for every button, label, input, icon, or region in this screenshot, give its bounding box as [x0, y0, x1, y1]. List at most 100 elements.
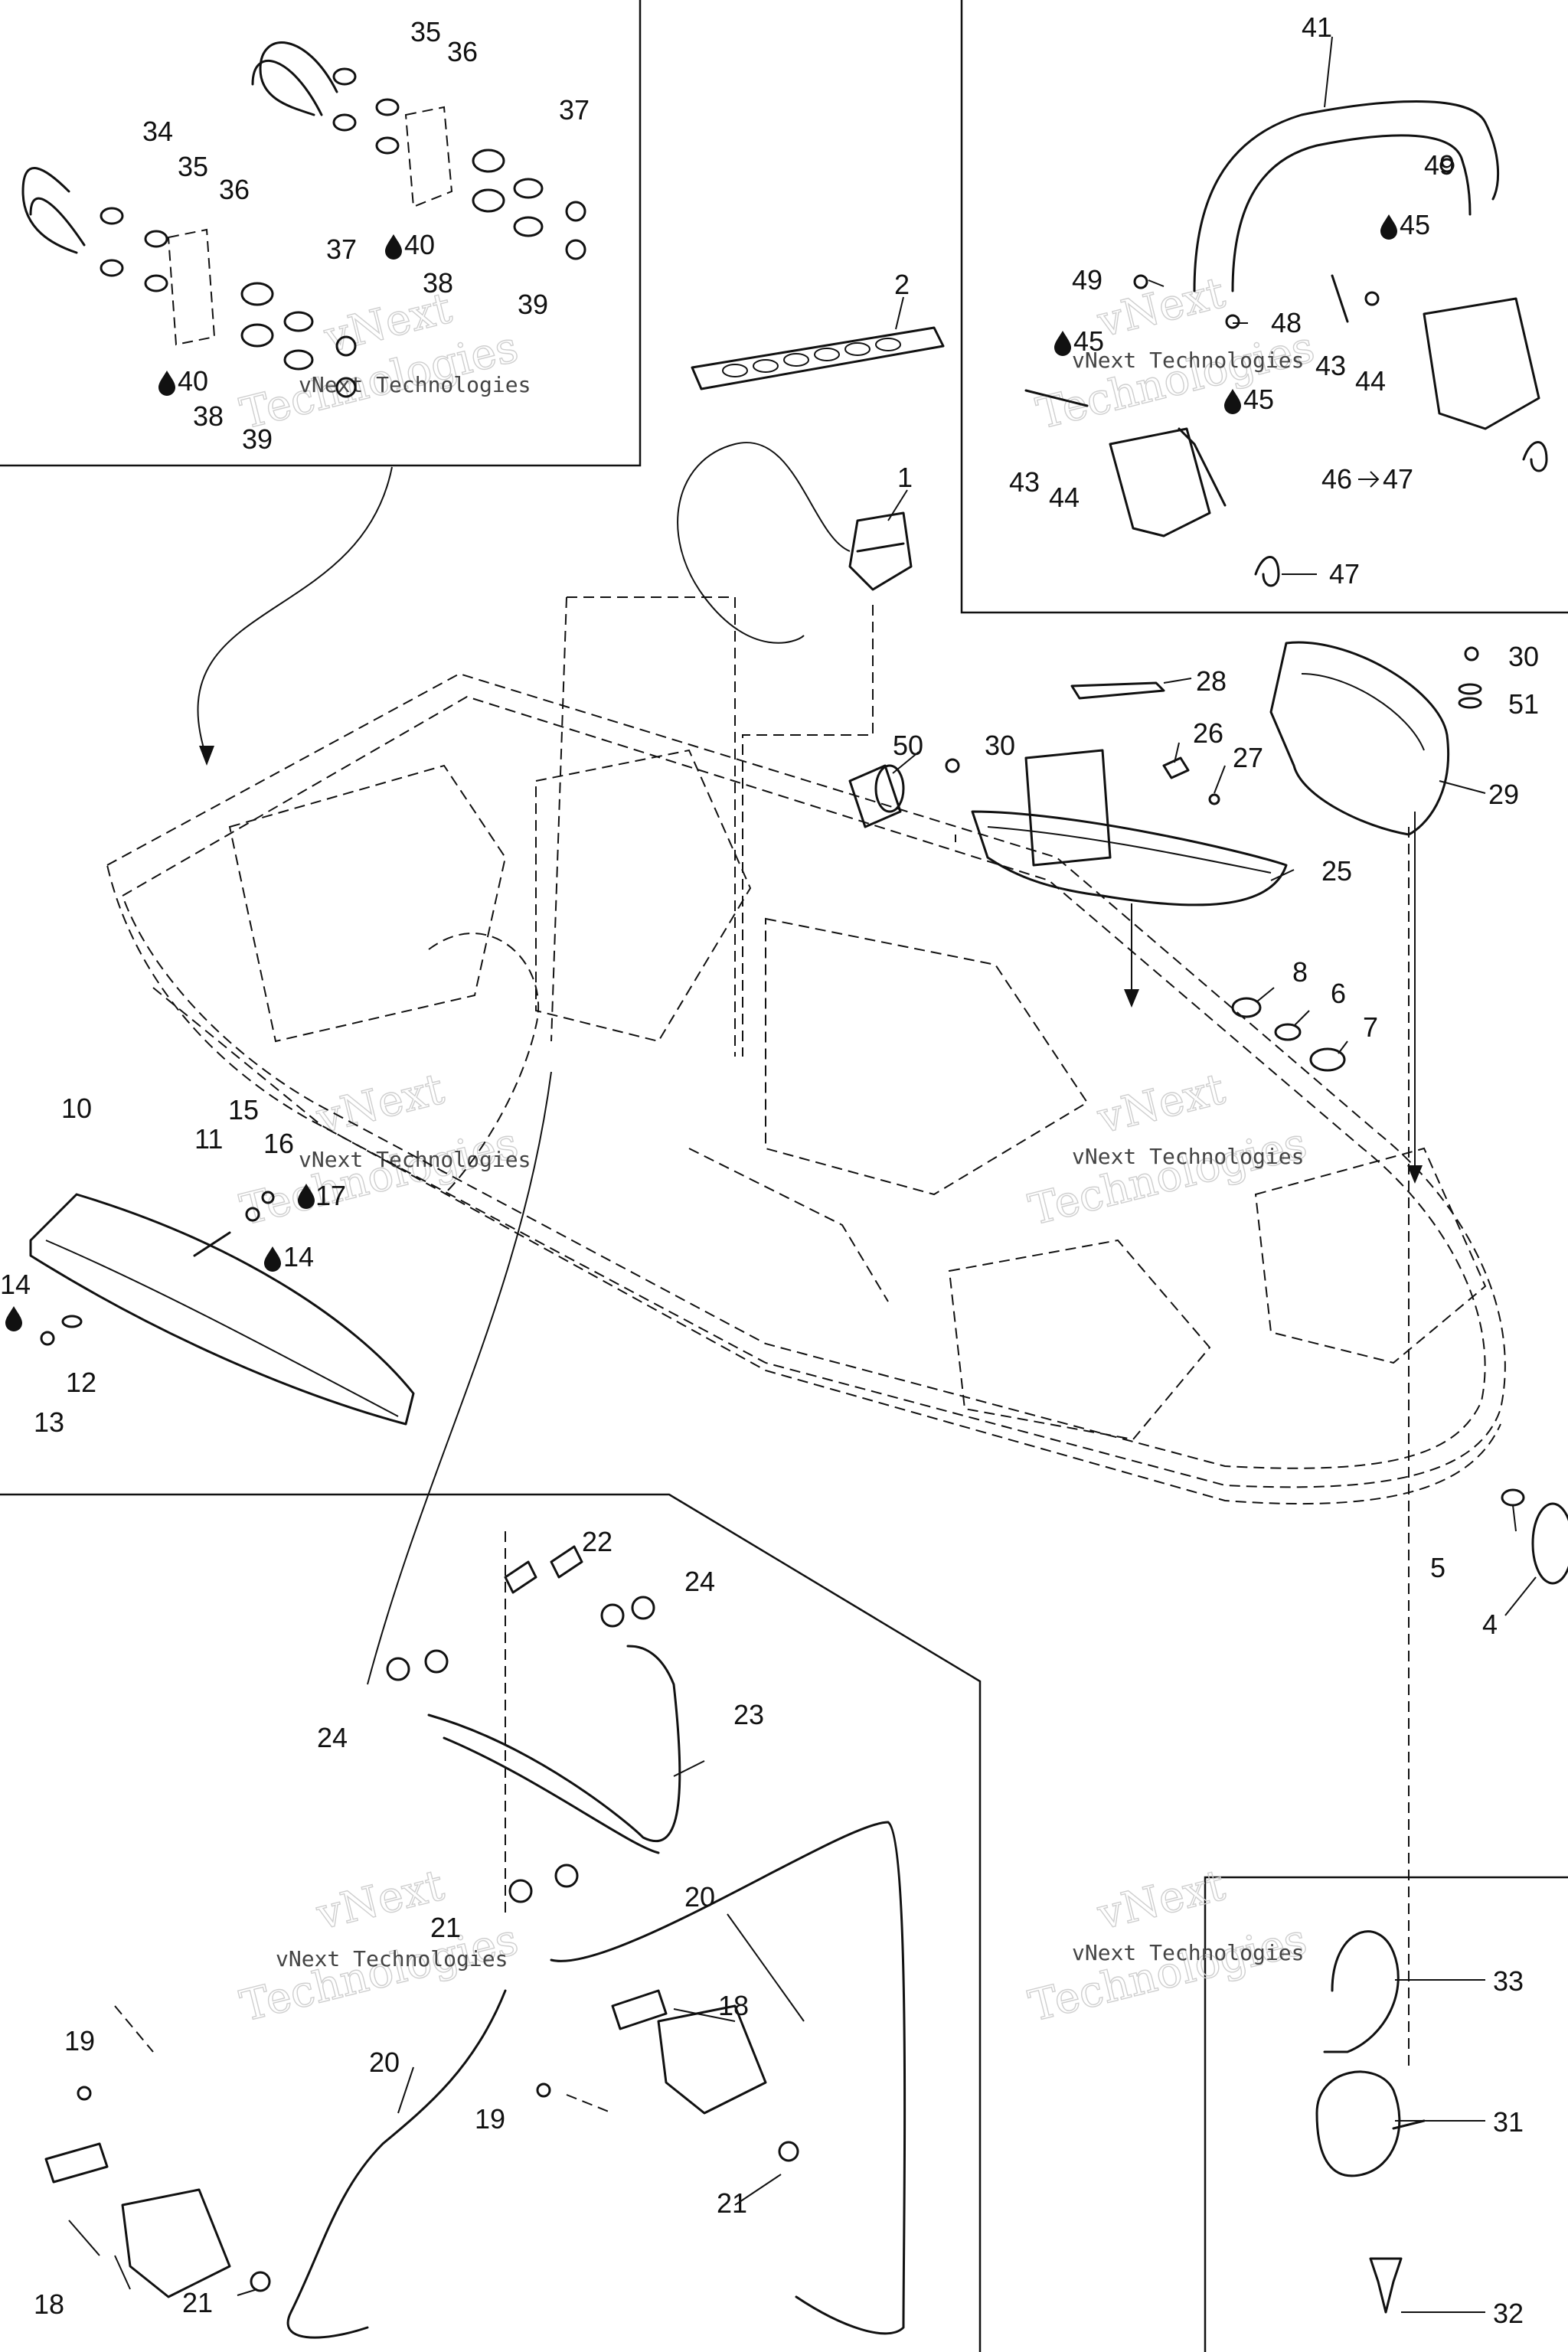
svg-text:vNext: vNext [1093, 1860, 1230, 1940]
callout-21b: 21 [717, 2187, 747, 2219]
callout-50: 50 [893, 730, 923, 761]
callouts: 1 2 4 5 6 7 8 10 11 12 13 14 14 15 16 17… [0, 11, 1539, 2329]
callout-20a: 20 [684, 1881, 715, 1913]
callout-1: 1 [897, 462, 913, 493]
callout-25: 25 [1321, 855, 1352, 887]
part-33-cable-tie [1323, 1930, 1400, 2053]
part-5-washer [1501, 1488, 1525, 1507]
callout-14a: 14 [0, 1269, 31, 1300]
callout-23: 23 [733, 1699, 764, 1730]
part-32-screw [1369, 2257, 1403, 2314]
part-30-bolts [945, 646, 1479, 773]
oil-drop-icon [1380, 214, 1397, 240]
callout-51: 51 [1508, 688, 1539, 720]
part-28-strap [1070, 681, 1165, 700]
part-7-washer [1309, 1047, 1346, 1072]
callout-39b: 39 [242, 423, 273, 455]
part-6-washer [1274, 1023, 1302, 1041]
callout-35b: 35 [178, 151, 208, 182]
callout-44b: 44 [1049, 482, 1080, 513]
callout-17: 17 [315, 1180, 346, 1211]
part-18-pumps [44, 1989, 767, 2298]
callout-2: 2 [894, 269, 910, 300]
callout-7: 7 [1363, 1011, 1378, 1043]
watermark-group: vNext Technologies vNext Technologies vN… [235, 267, 1320, 2032]
callout-24a: 24 [684, 1566, 715, 1597]
part-21-24-clamps [250, 1596, 799, 2292]
callout-22: 22 [582, 1526, 612, 1557]
callout-38b: 38 [193, 400, 224, 432]
callout-28: 28 [1196, 665, 1227, 697]
svg-text:vNext Technologies: vNext Technologies [276, 1946, 508, 1971]
part-25-tray [971, 749, 1288, 906]
callout-8: 8 [1292, 956, 1308, 988]
part-22-fittings [504, 1545, 583, 1594]
svg-text:Technologies: Technologies [1024, 1915, 1312, 2032]
part-fasteners-43-48-49 [1024, 158, 1455, 407]
right-arrow-icon [1358, 471, 1380, 488]
svg-text:vNext Technologies: vNext Technologies [299, 372, 531, 397]
callout-36a: 36 [447, 36, 478, 67]
svg-text:vNext: vNext [312, 1860, 449, 1940]
arrows [197, 466, 1423, 1685]
callout-40b: 40 [178, 365, 208, 397]
svg-text:Technologies: Technologies [236, 1915, 523, 2032]
callout-37a: 37 [559, 94, 590, 126]
callout-19a: 19 [64, 2025, 95, 2056]
callout-24b: 24 [317, 1722, 348, 1753]
hull-body [106, 672, 1506, 1505]
callout-43a: 43 [1315, 350, 1346, 381]
part-34-handle [21, 41, 338, 254]
callout-45b: 45 [1073, 325, 1104, 357]
part-8-nut [1231, 997, 1262, 1018]
callout-21c: 21 [182, 2287, 213, 2318]
part-bracket-right [1423, 297, 1540, 430]
callout-38a: 38 [423, 267, 453, 299]
callout-44a: 44 [1355, 365, 1386, 397]
callout-47b: 47 [1329, 558, 1360, 590]
callout-18b: 18 [34, 2288, 64, 2320]
callout-41: 41 [1302, 11, 1332, 43]
part-47-springs [1254, 441, 1548, 587]
callout-45a: 45 [1400, 209, 1430, 240]
part-37-38-washers [240, 149, 544, 371]
callout-26: 26 [1193, 717, 1223, 749]
part-19-screws [77, 2082, 551, 2101]
oil-drop-icon [158, 371, 175, 396]
callout-12: 12 [66, 1367, 96, 1398]
callout-31: 31 [1493, 2106, 1524, 2138]
part-50-bushing [848, 764, 905, 828]
svg-text:vNext Technologies: vNext Technologies [1072, 1144, 1304, 1169]
part-29-cover [1269, 641, 1449, 836]
callout-34: 34 [142, 116, 173, 147]
part-2-strip [691, 326, 945, 390]
callout-10: 10 [61, 1093, 92, 1124]
callout-47a: 47 [1383, 463, 1413, 495]
dashed-leaders [114, 596, 1410, 2114]
callout-32: 32 [1493, 2298, 1524, 2329]
callout-16: 16 [263, 1128, 294, 1159]
callout-37b: 37 [326, 234, 357, 265]
svg-text:vNext: vNext [1093, 1064, 1230, 1144]
callout-30a: 30 [985, 730, 1015, 761]
part-plates [167, 106, 453, 346]
callout-15: 15 [228, 1094, 259, 1125]
callout-45c: 45 [1243, 384, 1274, 415]
callout-49a: 49 [1424, 149, 1455, 181]
callout-46: 46 [1321, 463, 1352, 495]
callout-40a: 40 [404, 229, 435, 260]
oil-drop-icon [1054, 331, 1071, 356]
part-23-hoses [427, 1645, 681, 1854]
part-11-17-fasteners [40, 1191, 275, 1346]
part-27-screw [1208, 793, 1220, 805]
part-10-bumper [29, 1193, 415, 1426]
callout-21a: 21 [430, 1912, 461, 1943]
inset-frame-fasteners [1204, 1876, 1568, 2352]
callout-19b: 19 [475, 2103, 505, 2135]
svg-text:vNext Technologies: vNext Technologies [1072, 348, 1304, 373]
callout-49b: 49 [1072, 264, 1102, 296]
callout-4: 4 [1482, 1609, 1498, 1640]
svg-text:vNext: vNext [1093, 268, 1230, 348]
part-39-nuts [335, 201, 586, 398]
